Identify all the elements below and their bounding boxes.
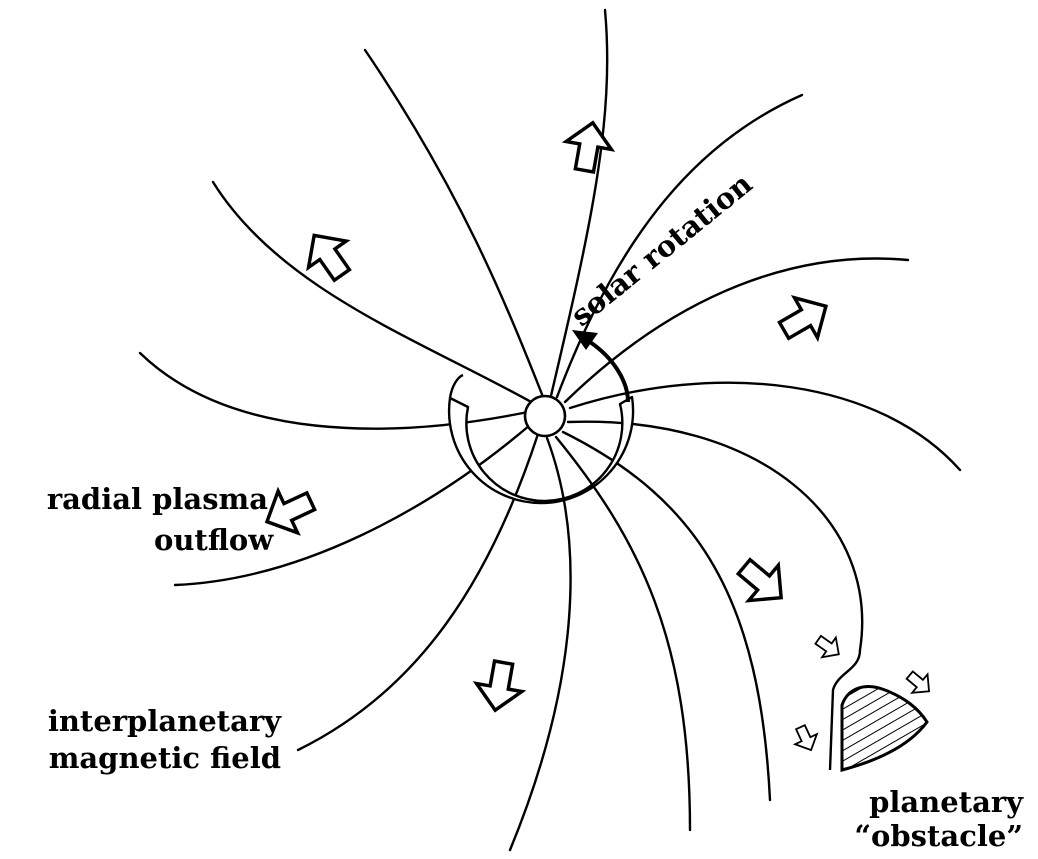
solar-rotation-arc	[588, 340, 630, 403]
outflow-arrow-icon	[735, 557, 784, 603]
field-line-west	[138, 351, 530, 430]
ring-left-cap	[448, 373, 464, 399]
outflow-arrow-icon	[306, 233, 352, 283]
outflow-arrow-icon	[561, 120, 616, 174]
field-line-west-lower	[173, 423, 532, 587]
small-outflow-arrow-icon	[905, 670, 931, 694]
field-line-east	[568, 381, 962, 472]
planetary-obstacle-label-line2: “obstacle”	[854, 819, 1023, 853]
field-line-north-east	[548, 8, 609, 402]
radial-outflow-label-line2: outflow	[154, 523, 274, 557]
small-outflow-arrow-icon	[792, 723, 819, 752]
small-outflow-arrow-icon	[814, 634, 840, 659]
field-line-north	[363, 48, 549, 409]
outflow-arrows	[264, 120, 931, 752]
field-line-east-lower	[566, 420, 864, 652]
imf-label-line2: magnetic field	[48, 741, 281, 775]
outflow-arrow-icon	[777, 295, 829, 343]
solar-rotation-arrowhead-icon	[572, 330, 598, 350]
planetary-obstacle	[828, 649, 929, 772]
field-line-south	[554, 435, 692, 832]
sun	[523, 394, 567, 438]
imf-label-line1: interplanetary	[47, 704, 281, 738]
field-line-south-west	[296, 432, 540, 752]
radial-outflow-label-line1: radial plasma	[46, 482, 268, 516]
outflow-arrow-icon	[264, 486, 317, 536]
field-line-south-2	[508, 436, 572, 852]
field-line-north-west	[211, 180, 535, 405]
planetary-obstacle-label-line1: planetary	[869, 785, 1023, 819]
obstacle-body	[840, 685, 929, 772]
obstacle-boundary	[828, 649, 862, 771]
outflow-arrow-icon	[472, 659, 527, 713]
